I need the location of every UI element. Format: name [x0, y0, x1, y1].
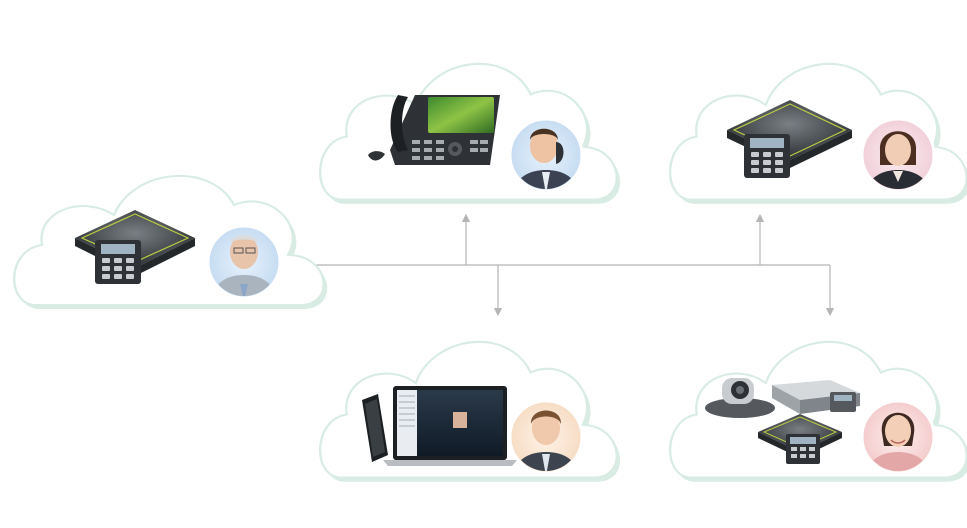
cloud-node-video-conf — [668, 340, 967, 482]
cloud-node-conf-left — [12, 174, 328, 309]
connector-lines — [300, 213, 835, 317]
conference-phone-icon-3 — [758, 414, 842, 464]
codec-box-icon — [772, 380, 860, 414]
conference-phone-icon-2 — [727, 100, 852, 178]
cloud-node-conf-top-right — [668, 62, 967, 204]
smartphone-icon — [362, 394, 388, 462]
avatar-older-man — [206, 224, 282, 300]
desk-phone-icon — [368, 95, 500, 165]
cloud-node-desk-phone — [318, 62, 621, 204]
video-camera-icon — [705, 378, 775, 418]
cloud-node-mobile-laptop — [318, 340, 621, 482]
avatar-woman-dark-hair — [860, 117, 936, 193]
conference-phone-icon — [75, 210, 195, 284]
laptop-icon — [383, 386, 517, 466]
